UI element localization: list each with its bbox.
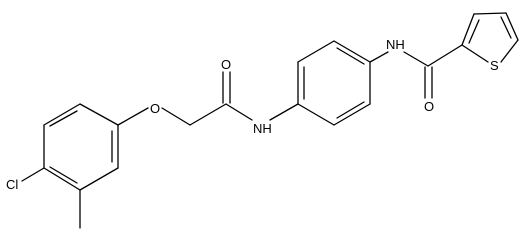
bond bbox=[461, 44, 489, 63]
carbonyl-nh-bond bbox=[225, 103, 253, 121]
amide-oxygen-label-right: O bbox=[424, 99, 434, 114]
ether-oxygen-label: O bbox=[150, 101, 160, 116]
double-bond-inner bbox=[49, 110, 78, 127]
double-bond-inner bbox=[336, 47, 365, 65]
bond bbox=[297, 40, 335, 63]
thiophene-sulfur-label: S bbox=[490, 58, 499, 73]
oxygen-ch2-bond bbox=[161, 107, 191, 126]
chloro-bond bbox=[21, 167, 45, 182]
nh-ring-bond bbox=[269, 103, 299, 121]
double-bond-inner bbox=[49, 166, 78, 184]
ch2-carbonyl-bond bbox=[189, 103, 227, 126]
amide-nh-label-left: NH bbox=[253, 121, 272, 136]
carbonyl-thiophene-bond bbox=[427, 44, 463, 67]
bond bbox=[473, 12, 507, 15]
molecule-canvas: Cl O O NH NH O S bbox=[6, 12, 519, 229]
bond bbox=[79, 167, 119, 191]
amide-nh-label-right: NH bbox=[386, 37, 405, 52]
bond bbox=[43, 103, 81, 126]
amide-oxygen-label-left: O bbox=[221, 57, 231, 72]
double-bond-inner bbox=[500, 16, 512, 39]
chlorine-atom-label: Cl bbox=[6, 177, 18, 192]
double-bond-inner bbox=[468, 19, 480, 44]
bond bbox=[297, 103, 335, 126]
bond bbox=[461, 13, 475, 46]
ring-oxygen-bond bbox=[117, 107, 149, 126]
structure-drawing: Cl O O NH NH O S bbox=[6, 12, 519, 229]
ring-nh-bond bbox=[369, 51, 389, 63]
bond bbox=[505, 12, 519, 41]
double-bond-inner bbox=[336, 101, 365, 119]
chloromethylphenyl-ring bbox=[43, 103, 119, 191]
bond bbox=[333, 40, 371, 63]
bond bbox=[333, 103, 371, 126]
phenylene-ring bbox=[297, 40, 371, 126]
bond bbox=[43, 167, 81, 191]
nh-carbonyl-bond bbox=[403, 51, 429, 67]
bond bbox=[79, 103, 119, 126]
thiophene-ring bbox=[461, 12, 519, 63]
bond bbox=[500, 39, 519, 63]
